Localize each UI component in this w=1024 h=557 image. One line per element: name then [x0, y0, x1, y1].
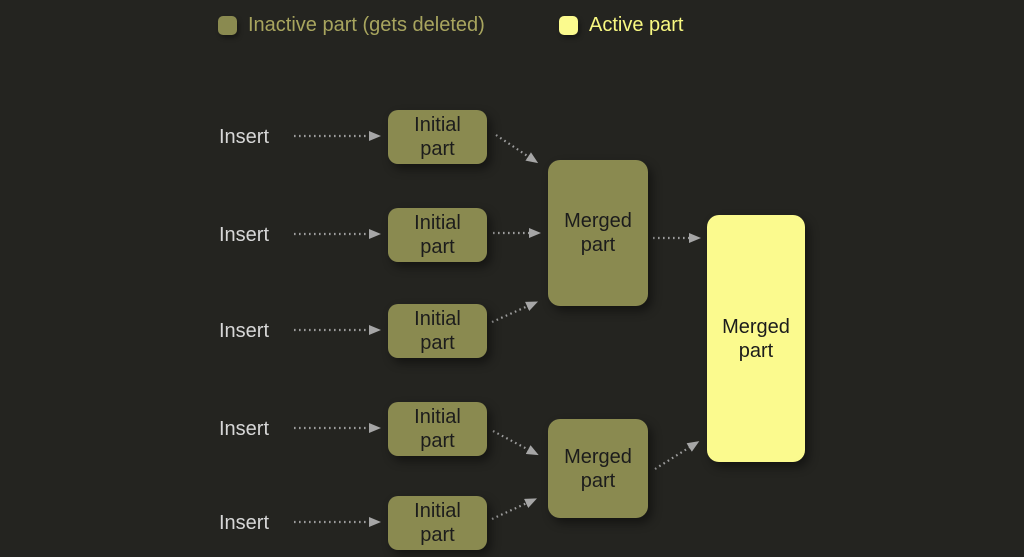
insert-label-4: Insert: [219, 418, 270, 440]
merged-part-node-top: Merged part: [548, 160, 648, 306]
legend-active-label: Active part: [589, 14, 684, 36]
insert-label-3: Insert: [219, 320, 270, 342]
arrow-initial3-to-merged-top: [491, 301, 539, 324]
initial-part-node-2: Initial part: [388, 208, 487, 262]
insert-label-1: Insert: [219, 126, 270, 148]
insert-label-5: Insert: [219, 512, 270, 534]
merged-part-node-bottom: Merged part: [548, 419, 648, 518]
inactive-swatch: [218, 16, 237, 35]
initial-part-node-4: Initial part: [388, 402, 487, 456]
initial-part-node-3: Initial part: [388, 304, 487, 358]
legend-inactive-label: Inactive part (gets deleted): [248, 14, 485, 36]
arrow-initial5-to-merged-bottom: [491, 498, 538, 521]
initial-part-node-1: Initial part: [388, 110, 487, 164]
arrow-initial1-to-merged-top: [495, 134, 539, 164]
arrow-initial4-to-merged-bottom: [492, 430, 539, 456]
initial-part-node-5: Initial part: [388, 496, 487, 550]
legend-item-active: Active part: [559, 14, 683, 37]
merged-part-node-final: Merged part: [707, 215, 805, 462]
legend-item-inactive: Inactive part (gets deleted): [218, 14, 485, 37]
active-swatch: [559, 16, 578, 35]
arrow-merged-bottom-to-final: [654, 441, 700, 470]
insert-label-2: Insert: [219, 224, 270, 246]
